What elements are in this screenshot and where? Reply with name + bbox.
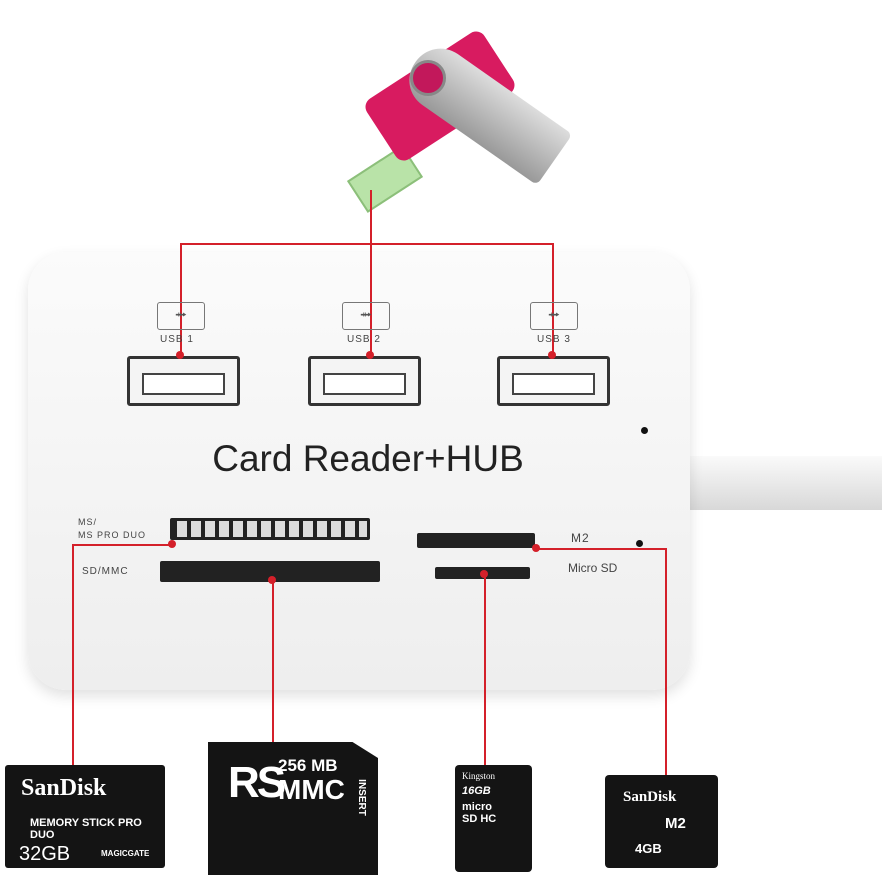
microsd-slot-label: Micro SD xyxy=(568,561,618,575)
pointer-dot xyxy=(480,570,488,578)
pointer-dot xyxy=(176,351,184,359)
card-capacity: 256 MB xyxy=(278,756,338,775)
pointer-line xyxy=(180,243,182,355)
pointer-line xyxy=(552,243,554,355)
usb-icon: ⭼ xyxy=(530,302,578,330)
pointer-dot xyxy=(532,544,540,552)
pointer-line xyxy=(272,580,274,742)
indicator-led xyxy=(636,540,643,547)
usb-port-label: USB 1 xyxy=(160,334,194,345)
usb-icon: ⭼ xyxy=(157,302,205,330)
card-type: micro SD HC xyxy=(462,801,497,825)
indicator-led xyxy=(641,427,648,434)
card-type: M2 xyxy=(665,815,686,832)
card-brand: SanDisk xyxy=(623,789,677,805)
pointer-line xyxy=(180,243,553,245)
pointer-dot xyxy=(366,351,374,359)
ms-slot[interactable] xyxy=(170,518,370,540)
sd-slot-label: SD/MMC xyxy=(82,566,129,577)
pointer-line xyxy=(665,548,667,775)
usb-cable xyxy=(688,456,882,510)
usb-icon: ⭼ xyxy=(342,302,390,330)
m2-slot-label: M2 xyxy=(571,531,590,545)
usb-port-3[interactable] xyxy=(497,356,610,406)
ms-slot-label: MS/ MS PRO DUO xyxy=(78,517,147,540)
pointer-line xyxy=(536,548,666,550)
usb-port-label: USB 2 xyxy=(347,334,381,345)
pointer-line xyxy=(370,190,372,355)
card-type: MEMORY STICK PRO DUO xyxy=(30,817,142,841)
pointer-line xyxy=(72,544,74,765)
card-capacity: 16GB xyxy=(462,785,491,797)
usb-port-2[interactable] xyxy=(308,356,421,406)
card-reader-hub xyxy=(28,252,690,690)
sd-slot[interactable] xyxy=(160,561,380,582)
pointer-dot xyxy=(268,576,276,584)
m2-slot[interactable] xyxy=(417,533,535,548)
usb-port-label: USB 3 xyxy=(537,334,571,345)
card-extra: INSERT xyxy=(355,779,367,816)
card-brand: Kingston xyxy=(462,771,496,781)
card-capacity: 4GB xyxy=(635,841,662,856)
usb-port-1[interactable] xyxy=(127,356,240,406)
memory-stick-pro-duo-card: SanDisk MEMORY STICK PRO DUO 32GB MAGICG… xyxy=(5,765,165,868)
rs-mmc-card: RS 256 MB MMC INSERT xyxy=(208,742,378,875)
microsd-card: Kingston 16GB micro SD HC xyxy=(455,765,532,872)
card-type: MMC xyxy=(278,774,345,805)
memory-stick-m2-card: SanDisk M2 4GB xyxy=(605,775,718,868)
usb-flash-drive xyxy=(330,10,573,213)
pointer-line xyxy=(484,574,486,765)
pointer-dot xyxy=(548,351,556,359)
pointer-line xyxy=(72,544,172,546)
card-brand: RS xyxy=(228,758,286,807)
card-extra: MAGICGATE xyxy=(101,849,150,858)
hub-title: Card Reader+HUB xyxy=(212,438,524,479)
card-capacity: 32GB xyxy=(19,843,71,865)
pointer-dot xyxy=(168,540,176,548)
card-brand: SanDisk xyxy=(21,775,107,801)
